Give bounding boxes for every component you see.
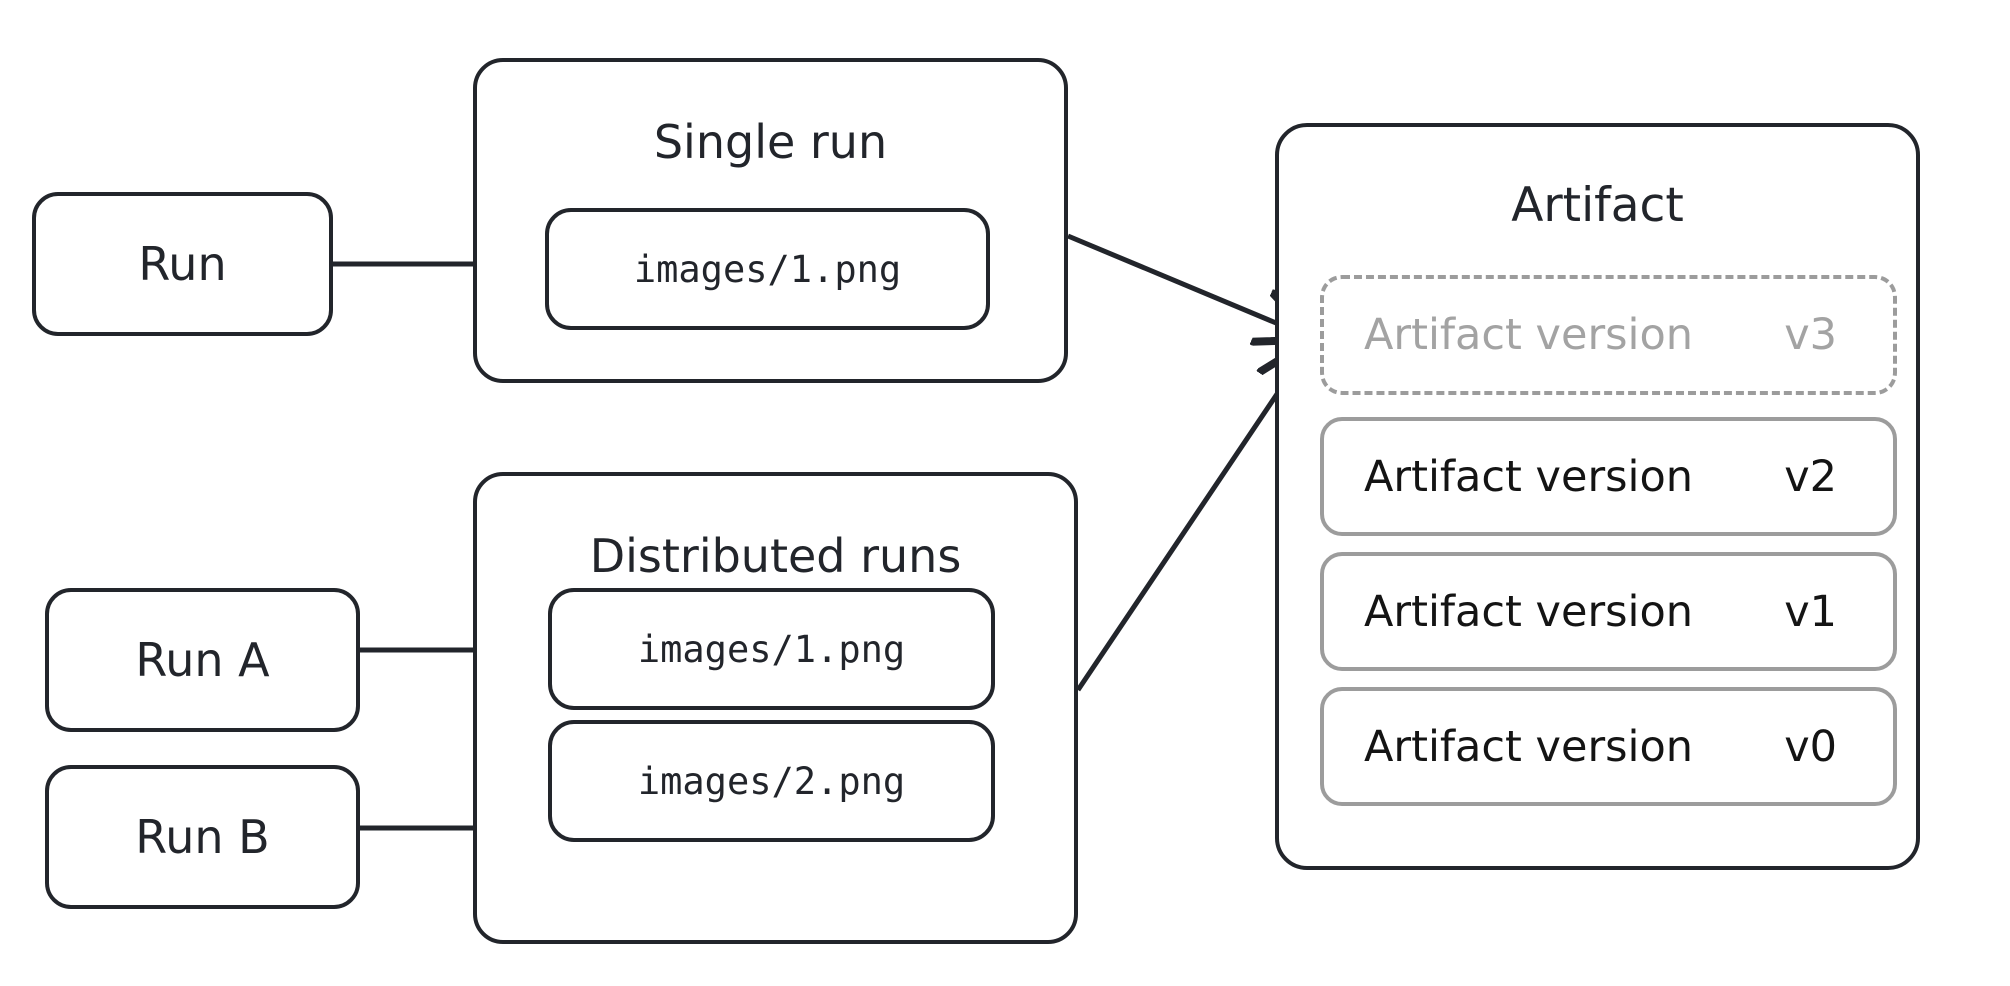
- artifact-version-row-v1[interactable]: Artifact version v1: [1320, 552, 1897, 671]
- dist-file-2-node[interactable]: images/2.png: [548, 720, 995, 842]
- artifact-version-row-v2[interactable]: Artifact version v2: [1320, 417, 1897, 536]
- run-node[interactable]: Run: [32, 192, 333, 336]
- run-a-node-label: Run A: [135, 633, 270, 687]
- artifact-version-row-v3[interactable]: Artifact version v3: [1320, 275, 1897, 395]
- artifact-version-value-v2: v2: [1784, 451, 1837, 502]
- run-a-node[interactable]: Run A: [45, 588, 360, 732]
- artifact-version-label-v1: Artifact version: [1364, 586, 1694, 637]
- single-run-file-label: images/1.png: [633, 247, 902, 291]
- artifact-version-label-v3: Artifact version: [1364, 310, 1694, 360]
- dist-file-1-node[interactable]: images/1.png: [548, 588, 995, 710]
- artifact-panel[interactable]: Artifact Artifact version v3 Artifact ve…: [1275, 123, 1920, 870]
- run-b-node-label: Run B: [135, 810, 270, 864]
- artifact-panel-title: Artifact: [1511, 178, 1684, 233]
- artifact-version-value-v3: v3: [1784, 310, 1837, 360]
- artifact-version-label-v2: Artifact version: [1364, 451, 1694, 502]
- distributed-runs-group-title: Distributed runs: [589, 529, 962, 583]
- run-b-node[interactable]: Run B: [45, 765, 360, 909]
- single-run-file-node[interactable]: images/1.png: [545, 208, 990, 330]
- artifact-version-row-v0[interactable]: Artifact version v0: [1320, 687, 1897, 806]
- artifact-version-value-v1: v1: [1784, 586, 1837, 637]
- artifact-version-label-v0: Artifact version: [1364, 721, 1694, 772]
- single-run-group-title: Single run: [653, 115, 888, 169]
- artifact-version-value-v0: v0: [1784, 721, 1837, 772]
- dist-file-2-label: images/2.png: [637, 759, 906, 803]
- dist-file-1-label: images/1.png: [637, 627, 906, 671]
- run-node-label: Run: [138, 237, 227, 291]
